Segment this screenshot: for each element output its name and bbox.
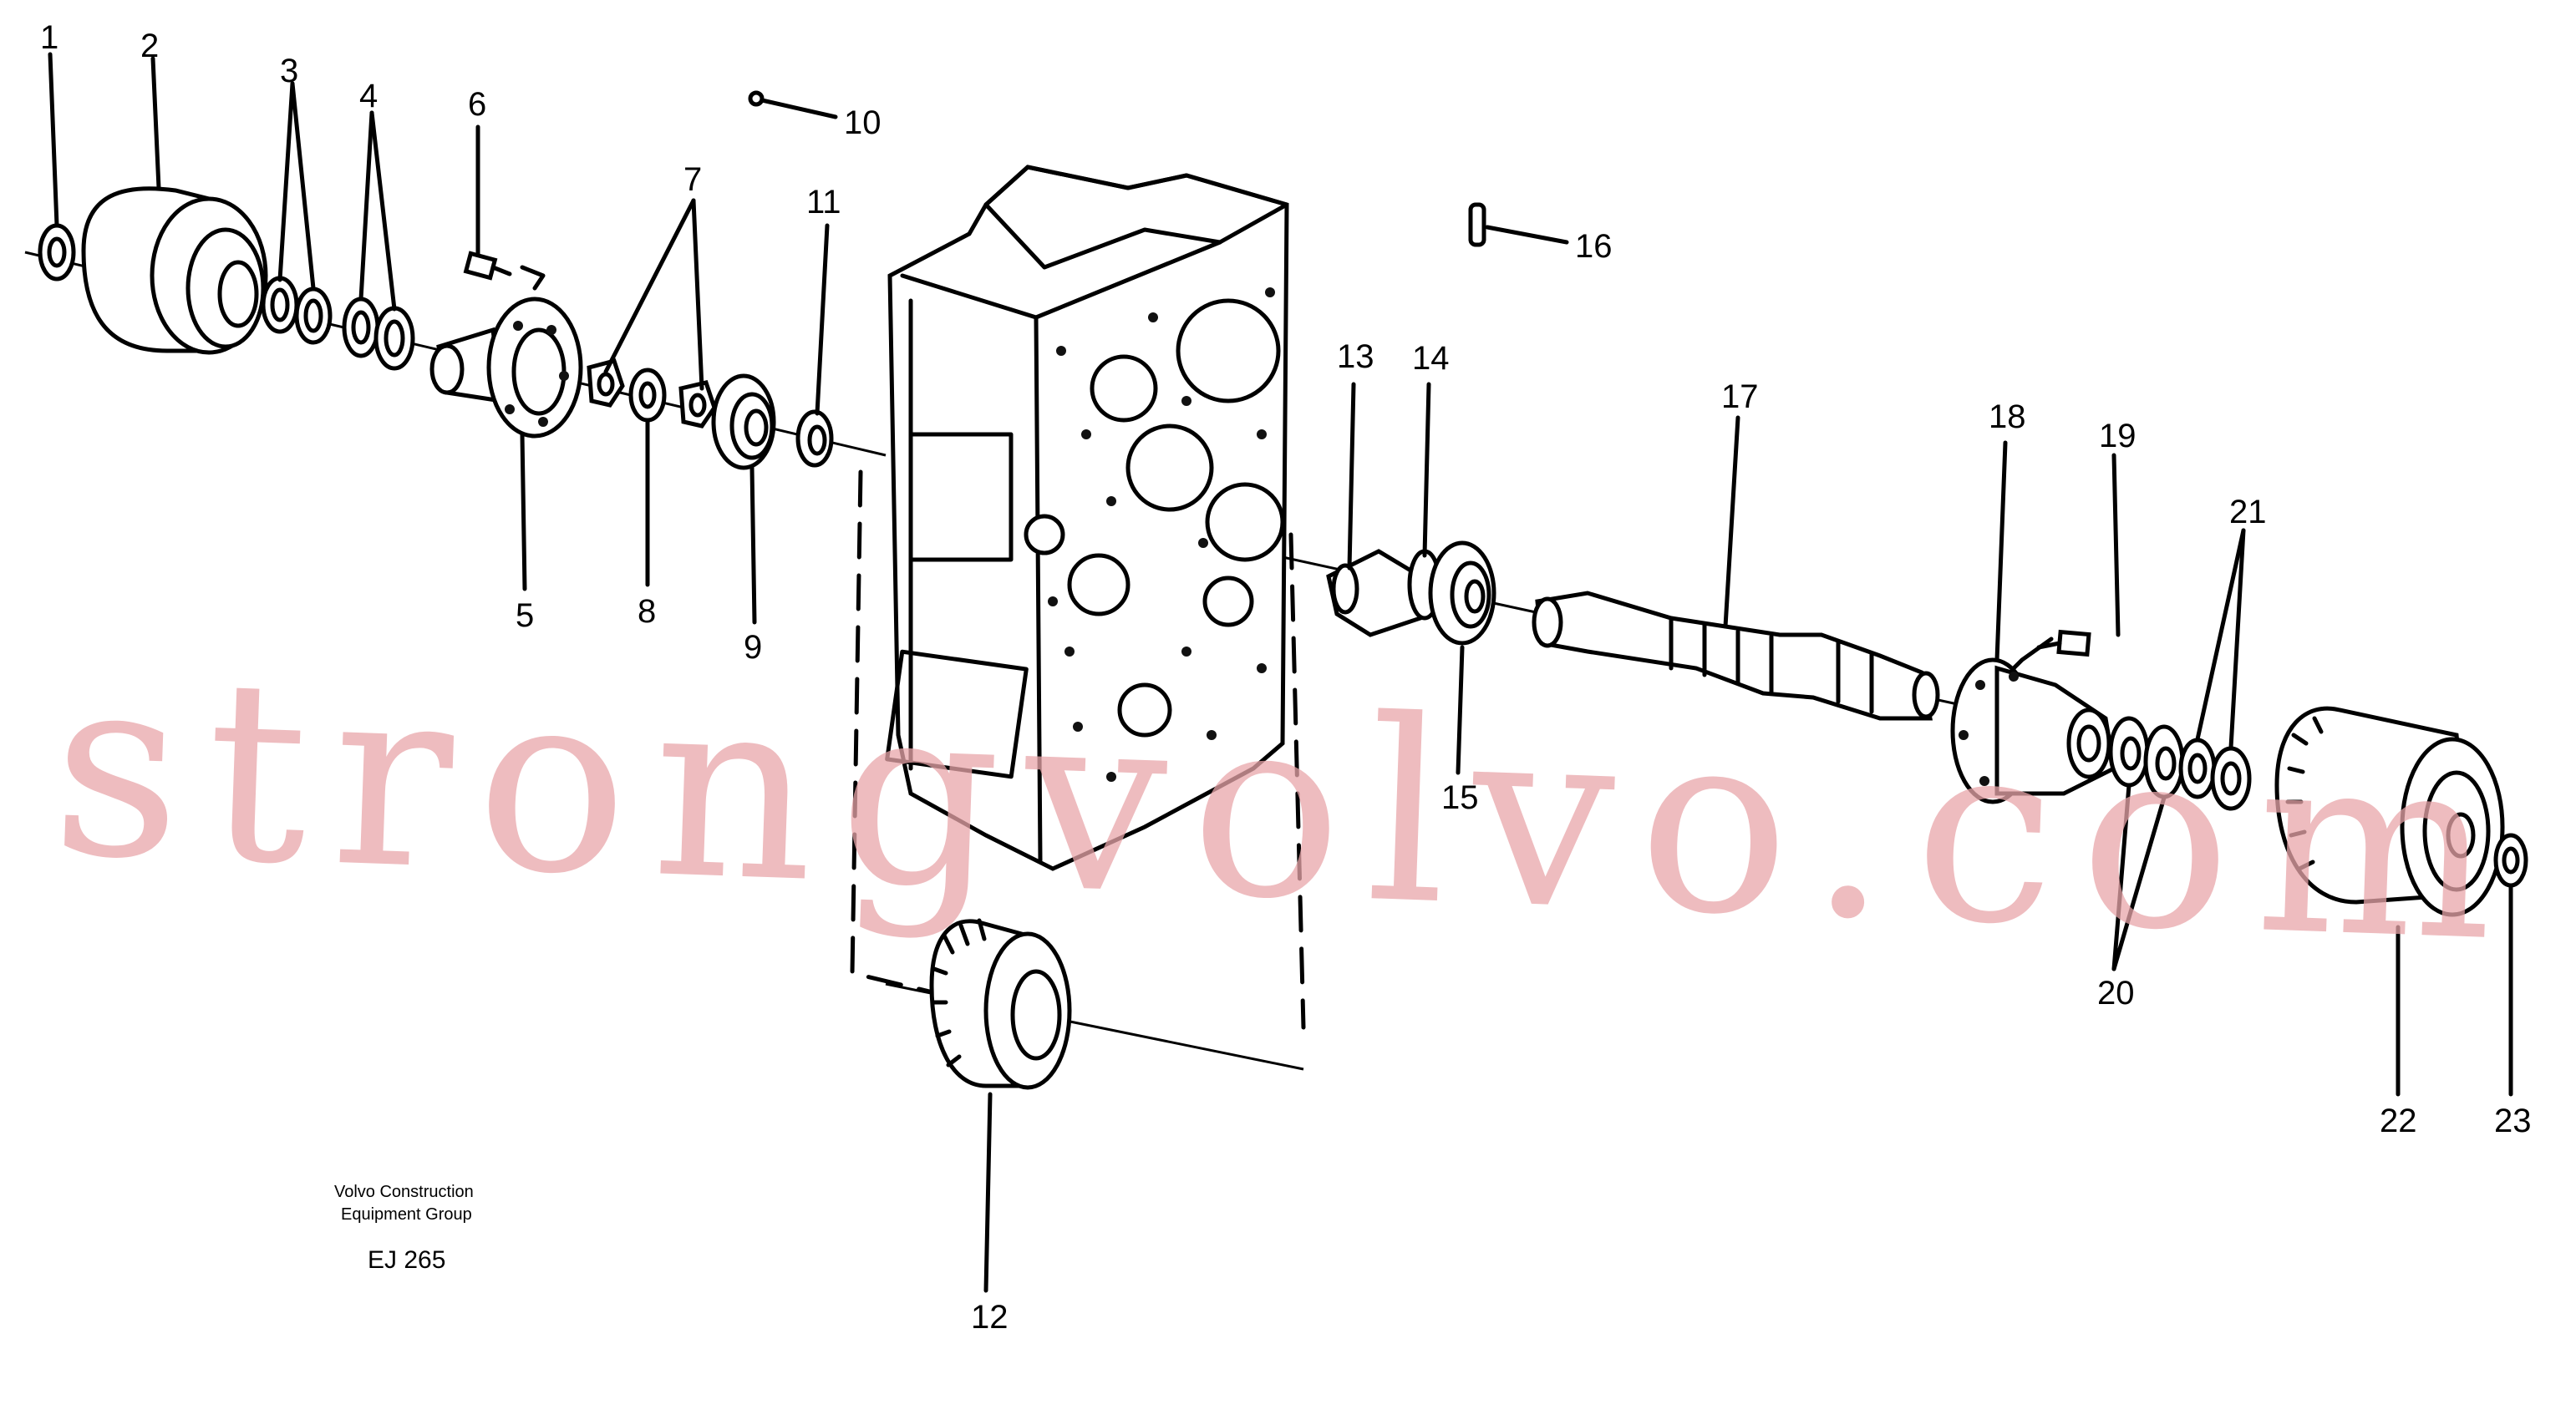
label-10: 10 <box>844 104 882 141</box>
part-13-sleeve <box>1326 549 1423 637</box>
label-22: 22 <box>2380 1103 2417 1139</box>
label-14: 14 <box>1412 340 1450 377</box>
caption-line-1: Volvo Construction <box>334 1183 474 1201</box>
label-11: 11 <box>806 184 841 221</box>
part-2-clutch-drum <box>81 186 268 355</box>
watermark-text-1: strongvolvo.com <box>48 620 2525 997</box>
label-20: 20 <box>2097 975 2135 1012</box>
label-19: 19 <box>2099 418 2137 454</box>
caption-line-2: Equipment Group <box>341 1205 472 1224</box>
part-3-rings <box>261 276 333 345</box>
part-19-bolt <box>2011 629 2091 671</box>
label-1: 1 <box>40 19 58 56</box>
caption-block: Volvo Construction Equipment Group EJ 26… <box>334 1183 474 1274</box>
label-12: 12 <box>971 1299 1009 1336</box>
gearbox-housing <box>885 165 1289 871</box>
label-21: 21 <box>2229 494 2267 530</box>
part-21-rings <box>2178 738 2252 811</box>
part-labels: 1 2 3 4 6 5 7 8 9 10 11 12 13 14 15 16 1… <box>40 19 2532 1336</box>
label-23: 23 <box>2494 1103 2532 1139</box>
part-9-bearing <box>711 373 776 470</box>
part-15-bearing <box>1428 540 1496 646</box>
part-16-pin <box>1468 202 1486 247</box>
label-5: 5 <box>516 597 534 634</box>
label-3: 3 <box>280 53 298 89</box>
part-12-gear <box>929 918 1072 1090</box>
label-18: 18 <box>1989 398 2026 435</box>
label-7: 7 <box>683 161 702 198</box>
part-5-hub-housing <box>429 297 583 439</box>
label-15: 15 <box>1441 779 1479 816</box>
part-6-bolt <box>463 251 546 291</box>
label-16: 16 <box>1575 228 1613 265</box>
part-1-washer <box>38 223 76 281</box>
label-17: 17 <box>1721 378 1759 415</box>
part-17-shaft <box>1532 591 1940 721</box>
label-9: 9 <box>744 629 762 666</box>
diagram-code: EJ 265 <box>368 1246 445 1274</box>
part-4-rings <box>342 297 415 371</box>
part-10-pin <box>748 90 765 107</box>
part-22-clutch-drum <box>2274 706 2505 917</box>
part-11-seal-ring <box>795 409 834 468</box>
label-4: 4 <box>359 78 378 114</box>
part-23-washer <box>2493 833 2528 888</box>
label-8: 8 <box>638 593 656 630</box>
label-2: 2 <box>140 28 159 64</box>
label-5-bolt-6: 6 <box>468 86 486 123</box>
label-13: 13 <box>1337 338 1374 375</box>
leader-lines <box>48 52 2513 1293</box>
